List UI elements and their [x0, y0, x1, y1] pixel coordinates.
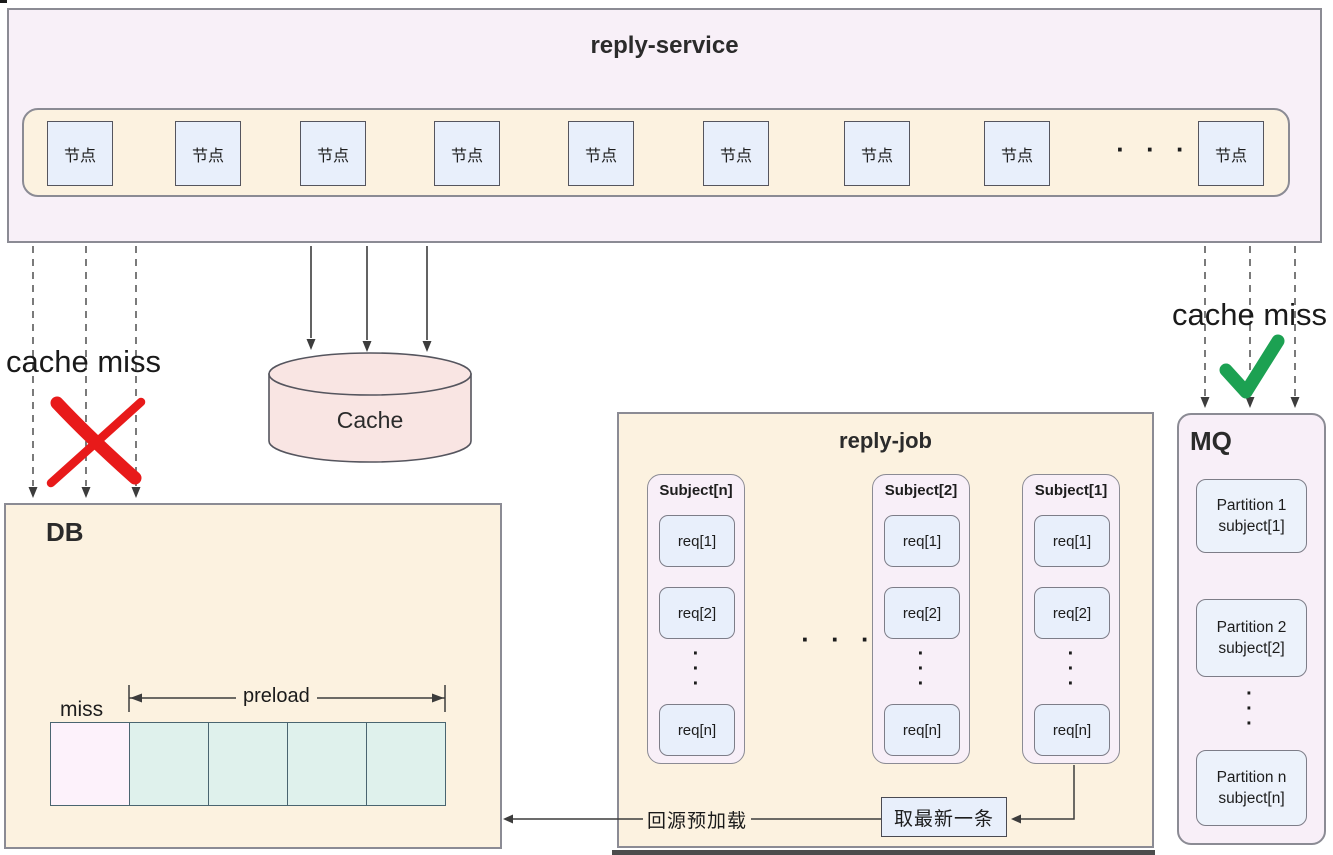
req-box: req[1] — [659, 515, 735, 567]
service-node: 节点 — [568, 121, 634, 186]
req-box: req[n] — [1034, 704, 1110, 756]
req-box: req[n] — [884, 704, 960, 756]
db-preload-cell — [208, 723, 287, 805]
node-label: 节点 — [1214, 147, 1247, 165]
req-box: req[1] — [884, 515, 960, 567]
mq-partition-1: Partition 1 subject[1] — [1196, 479, 1307, 553]
more-subjects-ellipsis: · · · — [801, 624, 877, 654]
node-label: 节点 — [584, 147, 617, 165]
db-preload-cell — [129, 723, 208, 805]
service-node: 节点 — [47, 121, 113, 186]
cache-miss-label-left: cache miss — [6, 344, 162, 379]
db-preload-cell — [366, 723, 445, 805]
node-label: 节点 — [860, 147, 893, 165]
subject-header: Subject[1] — [1034, 482, 1108, 499]
bottom-shadow-bar — [612, 850, 1155, 855]
red-cross-icon — [46, 396, 146, 488]
partition-line1: Partition 1 — [1216, 497, 1287, 514]
req-box: req[n] — [659, 704, 735, 756]
subject-column-2: Subject[2] req[1] req[2] · · · req[n] — [872, 474, 970, 764]
green-check-icon — [1219, 334, 1285, 399]
subject-header: Subject[n] — [659, 482, 733, 499]
reply-job-box: reply-job Subject[n] req[1] req[2] · · ·… — [617, 412, 1154, 848]
cache-miss-label-right: cache miss — [1172, 297, 1328, 332]
subject-header: Subject[2] — [884, 482, 958, 499]
service-node: 节点 — [703, 121, 769, 186]
partition-line2: subject[n] — [1218, 790, 1285, 807]
miss-label: miss — [60, 698, 104, 721]
partition-line1: Partition n — [1216, 769, 1287, 786]
partition-line1: Partition 2 — [1216, 619, 1287, 636]
preload-label: preload — [236, 685, 317, 708]
service-node: 节点 — [434, 121, 500, 186]
req-box: req[2] — [659, 587, 735, 639]
mq-title: MQ — [1190, 426, 1232, 456]
subject-column-1: Subject[1] req[1] req[2] · · · req[n] — [1022, 474, 1120, 764]
req-box: req[1] — [1034, 515, 1110, 567]
partition-ellipsis: · · · — [1246, 683, 1253, 735]
mq-partition-2: Partition 2 subject[2] — [1196, 599, 1307, 677]
node-label: 节点 — [1000, 147, 1033, 165]
back-to-source-label: 回源预加载 — [643, 806, 752, 833]
service-node: 节点 — [1198, 121, 1264, 186]
req-box: req[2] — [1034, 587, 1110, 639]
req-ellipsis: · · · — [1067, 643, 1075, 695]
req-ellipsis: · · · — [917, 643, 925, 695]
partition-line2: subject[2] — [1218, 640, 1285, 657]
more-nodes-ellipsis: · · · — [1116, 134, 1192, 164]
db-box: DB miss — [4, 503, 502, 849]
reply-job-title: reply-job — [839, 428, 932, 453]
node-label: 节点 — [316, 147, 349, 165]
mq-box: MQ Partition 1 subject[1] Partition 2 su… — [1177, 413, 1326, 845]
service-node: 节点 — [984, 121, 1050, 186]
service-node: 节点 — [175, 121, 241, 186]
req-box: req[2] — [884, 587, 960, 639]
req-ellipsis: · · · — [692, 643, 700, 695]
node-label: 节点 — [191, 147, 224, 165]
arrows-to-cache — [310, 246, 428, 340]
service-node: 节点 — [844, 121, 910, 186]
node-label: 节点 — [450, 147, 483, 165]
reply-service-title: reply-service — [590, 32, 739, 59]
node-strip: 节点 节点 节点 节点 节点 节点 节点 节点 · · · 节点 — [22, 108, 1290, 197]
mq-partition-n: Partition n subject[n] — [1196, 750, 1307, 826]
db-title: DB — [46, 517, 84, 547]
subject-column-n: Subject[n] req[1] req[2] · · · req[n] — [647, 474, 745, 764]
take-latest-box: 取最新一条 — [881, 797, 1007, 837]
db-miss-cell — [51, 723, 129, 805]
db-preload-cell — [287, 723, 366, 805]
partition-line2: subject[1] — [1218, 518, 1285, 535]
top-edge-artifact — [0, 0, 7, 3]
cache-label: Cache — [336, 407, 404, 433]
node-label: 节点 — [719, 147, 752, 165]
reply-service-box: reply-service 节点 节点 节点 节点 节点 节点 节点 节点 · … — [7, 8, 1322, 243]
service-node: 节点 — [300, 121, 366, 186]
node-label: 节点 — [63, 147, 96, 165]
db-cell-row — [50, 722, 446, 806]
